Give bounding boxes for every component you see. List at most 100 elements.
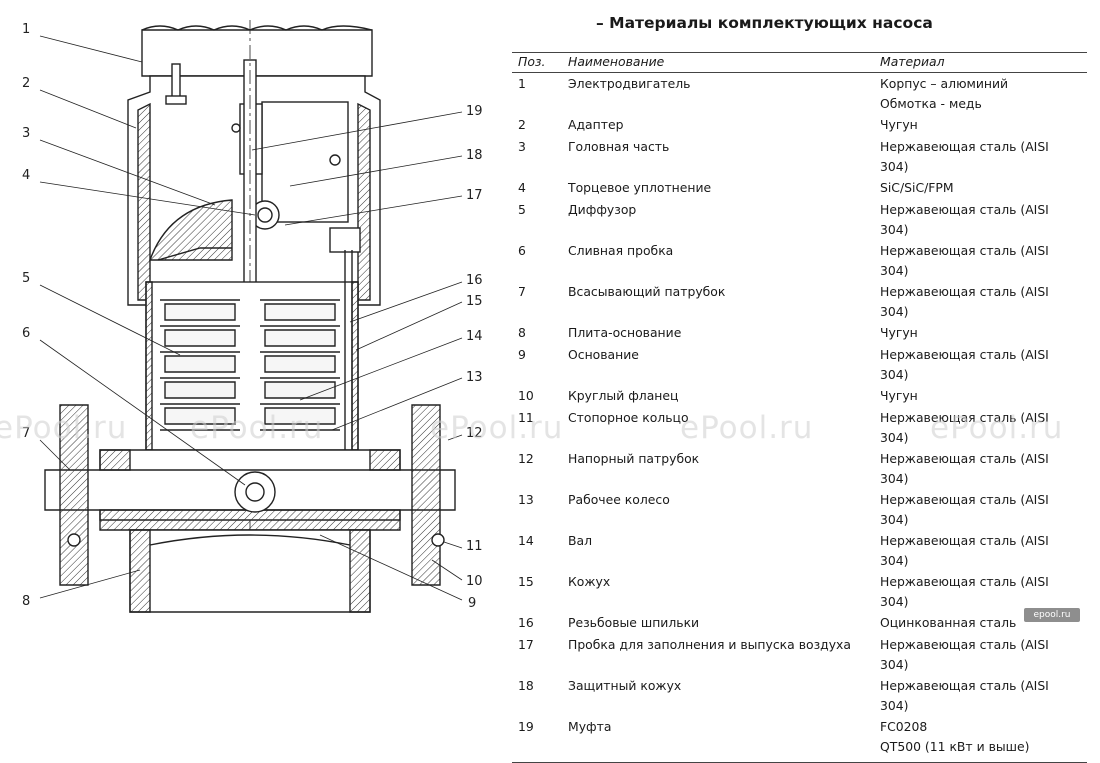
column-header-pos: Поз. bbox=[512, 52, 562, 73]
callout-10: 10 bbox=[466, 574, 483, 589]
cell-name: Адаптер bbox=[568, 117, 624, 132]
cell-pos: 12 bbox=[518, 451, 534, 466]
page-title: – Материалы комплектующих насоса bbox=[596, 14, 933, 32]
table-row: 18 Защитный кожух Нержавеющая сталь (AISI … bbox=[512, 675, 1087, 716]
callout-8: 8 bbox=[22, 594, 30, 609]
cell-material: Нержавеющая сталь (AISI 304) bbox=[880, 451, 1049, 486]
cell-material: Нержавеющая сталь (AISI 304) bbox=[880, 678, 1049, 713]
watermark: ePool.ru bbox=[0, 410, 128, 446]
callout-18: 18 bbox=[466, 148, 483, 163]
cell-name: Муфта bbox=[562, 716, 874, 763]
callout-5: 5 bbox=[22, 271, 30, 286]
guard bbox=[261, 101, 349, 223]
table-row: 12 Напорный патрубок Нержавеющая сталь (AI… bbox=[512, 448, 1087, 489]
cell-pos: 16 bbox=[518, 615, 534, 630]
cell-name: Кожух bbox=[568, 574, 611, 589]
cell-material: Нержавеющая сталь (AISI 304) bbox=[880, 284, 1049, 319]
drain-plug bbox=[234, 471, 276, 513]
cell-name: Вал bbox=[568, 533, 593, 548]
cell-name: Всасывающий патрубок bbox=[568, 284, 726, 299]
cell-material: Оцинкованная сталь bbox=[880, 615, 1017, 630]
table-row: 15 Кожух Нержавеющая сталь (AISI 304) bbox=[512, 571, 1087, 612]
cell-pos: 5 bbox=[518, 202, 526, 217]
cell-name: Электродвигатель bbox=[568, 76, 691, 91]
callout-3: 3 bbox=[22, 126, 30, 141]
cell-name: Защитный кожух bbox=[568, 678, 682, 693]
cell-pos: 10 bbox=[518, 388, 534, 403]
table-row: 9 Основание Нержавеющая сталь (AISI 304) bbox=[512, 344, 1087, 385]
callout-17: 17 bbox=[466, 188, 483, 203]
callout-14: 14 bbox=[466, 329, 483, 344]
cell-material: Нержавеющая сталь (AISI 304) bbox=[880, 492, 1049, 527]
cell-name: Пробка для заполнения и выпуска воздуха bbox=[568, 637, 851, 652]
cell-pos: 8 bbox=[518, 325, 526, 340]
cell-pos: 1 bbox=[518, 76, 526, 91]
motor bbox=[141, 29, 373, 77]
callout-16: 16 bbox=[466, 273, 483, 288]
callout-1: 1 bbox=[22, 22, 30, 37]
cell-name: Сливная пробка bbox=[568, 243, 674, 258]
table-header-row: Поз. Наименование Материал bbox=[512, 52, 1087, 73]
material-line-2: Обмотка - медь bbox=[880, 95, 982, 111]
column-header-material: Материал bbox=[874, 52, 1087, 73]
cell-material: Нержавеющая сталь (AISI 304) bbox=[880, 139, 1049, 174]
cell-pos: 9 bbox=[518, 347, 526, 362]
table-row: 13 Рабочее колесо Нержавеющая сталь (AISI … bbox=[512, 489, 1087, 530]
cell-name: Круглый фланец bbox=[568, 388, 679, 403]
cell-pos: 17 bbox=[518, 637, 534, 652]
cell-pos: 2 bbox=[518, 117, 526, 132]
cell-name: Рабочее колесо bbox=[568, 492, 670, 507]
cell-pos: 18 bbox=[518, 678, 534, 693]
head-part bbox=[149, 199, 233, 261]
callout-4: 4 bbox=[22, 168, 30, 183]
watermark: ePool.ru bbox=[680, 410, 814, 446]
suction-flange bbox=[59, 404, 89, 586]
watermark: ePool.ru bbox=[190, 410, 324, 446]
cell-material: Нержавеющая сталь (AISI 304) bbox=[880, 202, 1049, 237]
cell-material: Нержавеющая сталь (AISI 304) bbox=[880, 243, 1049, 278]
cell-material: Чугун bbox=[880, 388, 918, 403]
impeller-stages bbox=[160, 299, 340, 431]
watermark: ePool.ru bbox=[930, 410, 1064, 446]
cell-pos: 7 bbox=[518, 284, 526, 299]
cell-name: Напорный патрубок bbox=[568, 451, 700, 466]
cell-material: Нержавеющая сталь (AISI 304) bbox=[880, 574, 1049, 609]
watermark: ePool.ru bbox=[430, 410, 564, 446]
callout-2: 2 bbox=[22, 76, 30, 91]
cell-material: Нержавеющая сталь (AISI 304) bbox=[880, 347, 1049, 382]
cell-pos: 14 bbox=[518, 533, 534, 548]
cell-material: Нержавеющая сталь (AISI 304) bbox=[880, 637, 1049, 672]
cell-pos: 13 bbox=[518, 492, 534, 507]
cell-name: Головная часть bbox=[568, 139, 670, 154]
callout-13: 13 bbox=[466, 370, 483, 385]
material-line: Корпус – алюминий bbox=[880, 76, 1009, 91]
callout-12: 12 bbox=[466, 426, 483, 441]
material-line: FC0208 bbox=[880, 719, 928, 734]
cell-material: Нержавеющая сталь (AISI 304) bbox=[880, 410, 1049, 445]
cell-name: Основание bbox=[568, 347, 639, 362]
callout-9: 9 bbox=[468, 596, 476, 611]
cell-pos: 15 bbox=[518, 574, 534, 589]
cell-name: Плита-основание bbox=[568, 325, 682, 340]
table-row: 17 Пробка для заполнения и выпуска воздух… bbox=[512, 634, 1087, 675]
table-row: 2 Адаптер Чугун bbox=[512, 114, 1087, 136]
material-line-2: QT500 (11 кВт и выше) bbox=[880, 738, 1030, 754]
site-logo: epool.ru bbox=[1024, 608, 1080, 622]
table-row: 10 Круглый фланец Чугун bbox=[512, 385, 1087, 407]
pump-cross-section-drawing: 1 2 3 4 5 6 7 8 9 10 11 12 13 14 15 16 1… bbox=[22, 20, 483, 613]
cell-name: Торцевое уплотнение bbox=[568, 180, 712, 195]
cell-name: Диффузор bbox=[568, 202, 637, 217]
cell-pos: 19 bbox=[512, 716, 562, 763]
table-row: 7 Всасывающий патрубок Нержавеющая сталь (… bbox=[512, 281, 1087, 322]
callout-19: 19 bbox=[466, 104, 483, 119]
cell-material: Чугун bbox=[880, 117, 918, 132]
table-row: 5 Диффузор Нержавеющая сталь (AISI 304) bbox=[512, 199, 1087, 240]
cell-pos: 11 bbox=[518, 410, 534, 425]
